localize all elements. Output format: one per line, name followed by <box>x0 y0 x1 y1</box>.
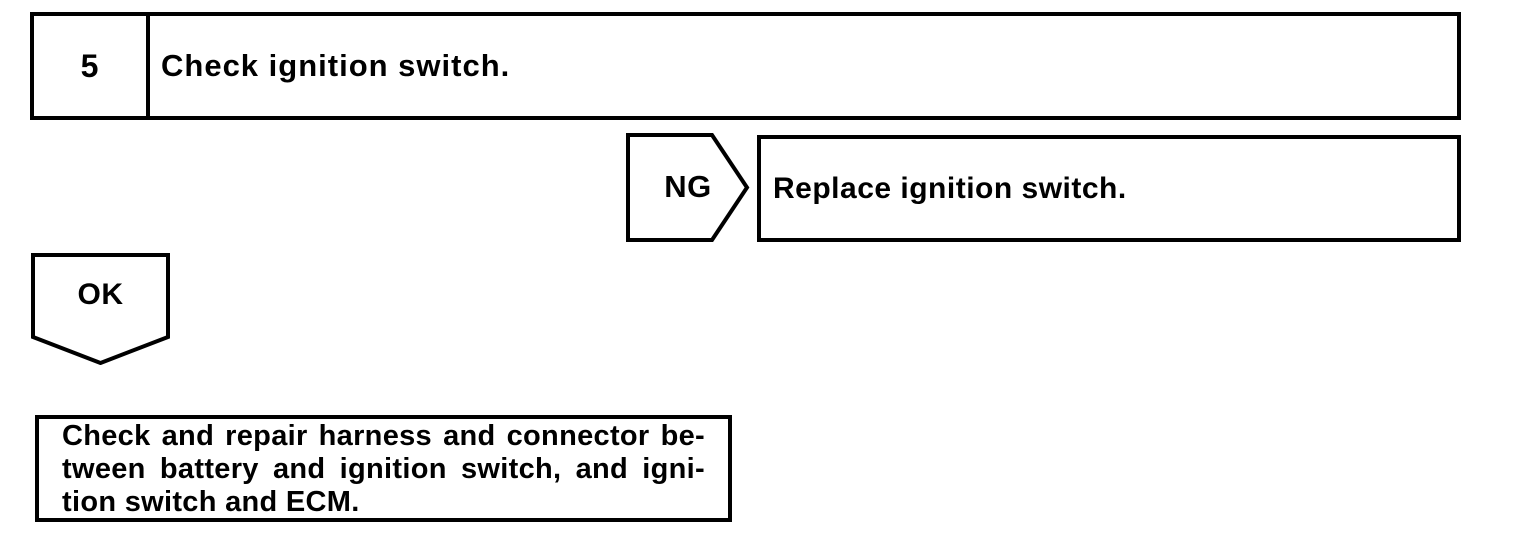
ng-connector-label: NG <box>664 168 712 204</box>
step-instruction: Check ignition switch. <box>161 48 511 83</box>
ok-action-line-1: Check and repair harness and connector b… <box>62 420 705 452</box>
ng-action-text: Replace ignition switch. <box>773 171 1127 205</box>
ng-connector-shape <box>626 133 750 242</box>
ok-connector-label: OK <box>77 278 124 311</box>
ng-action-box: Replace ignition switch. <box>757 135 1461 242</box>
step-number: 5 <box>34 16 150 116</box>
ok-action-line-2: tween battery and ignition switch, and i… <box>62 453 705 485</box>
ok-connector-shape <box>31 253 170 365</box>
ok-action-line-3: tion switch and ECM. <box>62 486 360 518</box>
ok-action-box: Check and repair harness and connector b… <box>35 415 732 522</box>
step-box: 5 Check ignition switch. <box>30 12 1461 120</box>
